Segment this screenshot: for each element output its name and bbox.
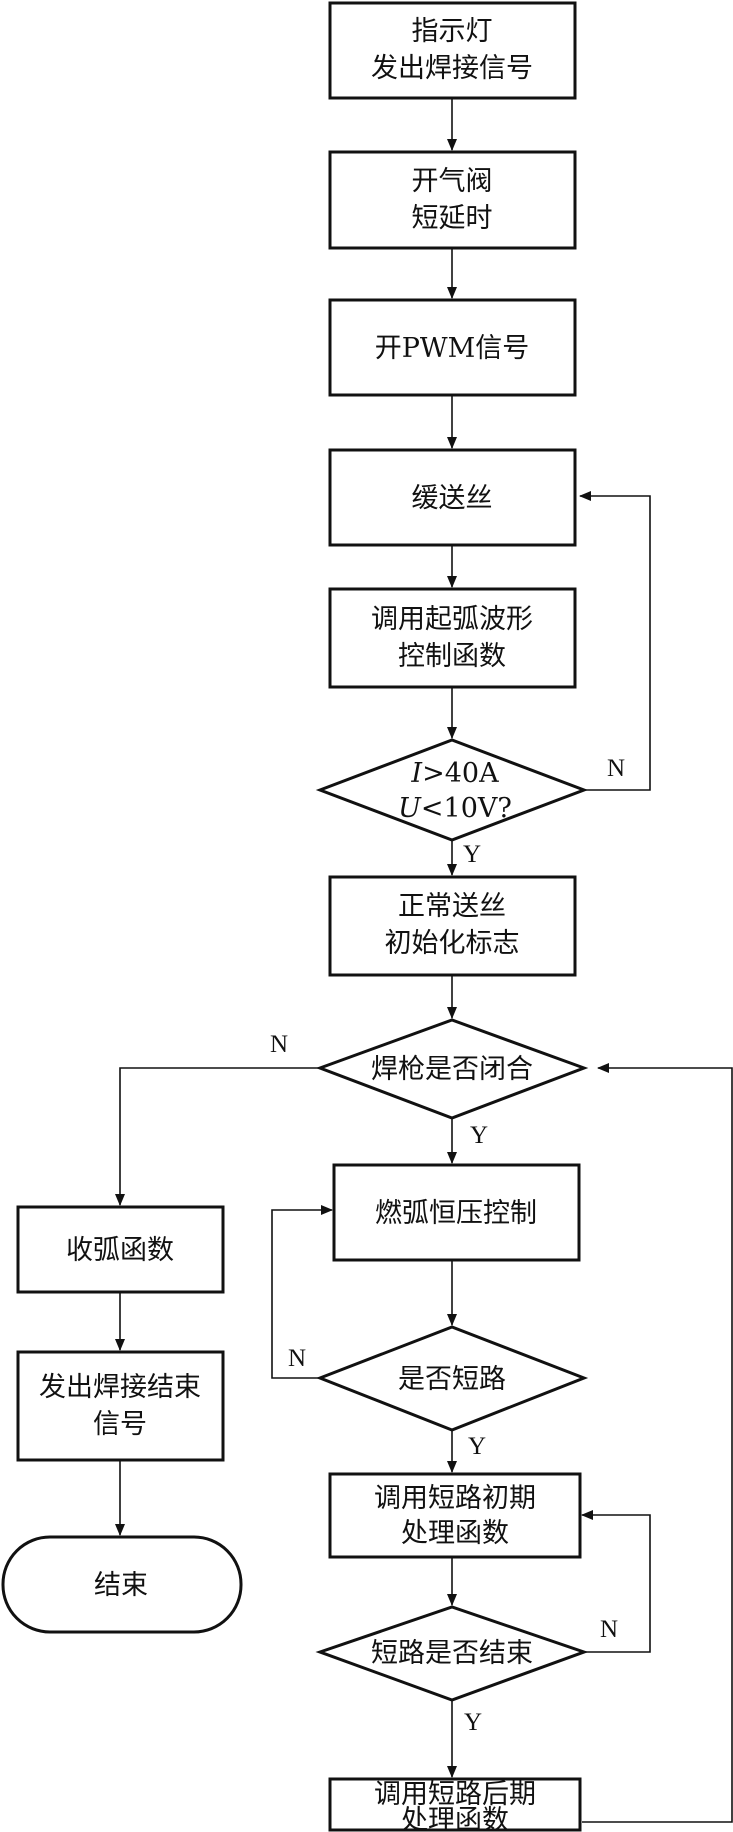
- node-label: 调用短路初期: [374, 1483, 536, 1514]
- node-label: 控制函数: [398, 641, 506, 672]
- decision-line-1: I>40A: [410, 758, 499, 789]
- node-short-late: 调用短路后期 处理函数: [328, 1777, 582, 1832]
- node-label: 开气阀: [412, 166, 493, 197]
- node-label: 结束: [94, 1570, 148, 1601]
- node-short-early: 调用短路初期 处理函数: [328, 1472, 582, 1559]
- node-label: 发出焊接结束: [39, 1372, 201, 1403]
- decision-short-ended: 短路是否结束: [315, 1605, 589, 1702]
- decision-current-voltage: I>40A U<10V?: [315, 738, 589, 842]
- node-label: 缓送丝: [412, 483, 493, 514]
- node-label: 调用短路后期: [374, 1779, 536, 1810]
- label-no-d2: N: [270, 1031, 288, 1058]
- connectors: [115, 98, 733, 1823]
- edge-d3-no-loop: [271, 1205, 333, 1379]
- label-yes-d1: Y: [463, 841, 481, 868]
- edge-d1-no-loop: [579, 491, 651, 791]
- decision-label: 是否短路: [398, 1364, 506, 1395]
- label-yes-d2: Y: [470, 1122, 488, 1149]
- label-yes-d3: Y: [468, 1433, 486, 1460]
- node-label: 收弧函数: [66, 1235, 174, 1266]
- label-yes-d4: Y: [464, 1709, 482, 1736]
- node-label: 处理函数: [401, 1518, 509, 1549]
- edge-d4-no-loop: [581, 1510, 651, 1653]
- node-arc-termination: 收弧函数: [16, 1205, 225, 1294]
- edge-d2-no: [115, 1067, 320, 1206]
- decision-label: 焊枪是否闭合: [371, 1054, 533, 1085]
- label-no-d4: N: [600, 1616, 618, 1643]
- label-no-d3: N: [288, 1345, 306, 1372]
- label-no-d1: N: [607, 755, 625, 782]
- terminal-end: 结束: [1, 1535, 243, 1634]
- node-arc-start-waveform: 调用起弧波形 控制函数: [328, 587, 577, 689]
- decision-short-circuit: 是否短路: [315, 1325, 589, 1432]
- node-open-pwm: 开PWM信号: [328, 298, 577, 397]
- node-normal-feed: 正常送丝 初始化标志: [328, 875, 577, 977]
- node-label: 正常送丝: [398, 891, 506, 922]
- node-label: 指示灯: [412, 16, 493, 47]
- decision-line-2: U<10V?: [398, 793, 512, 824]
- node-indicator-signal: 指示灯 发出焊接信号: [328, 1, 577, 100]
- node-label: 开PWM信号: [375, 333, 530, 364]
- branch-labels: N Y N Y N Y N Y: [270, 755, 625, 1736]
- edge-n9-loop-d2: [582, 1063, 733, 1823]
- node-label: 调用起弧波形: [371, 604, 533, 635]
- node-label: 短延时: [412, 203, 493, 234]
- node-label: 处理函数: [401, 1805, 509, 1832]
- decision-torch-closed: 焊枪是否闭合: [315, 1018, 589, 1120]
- node-label: 发出焊接信号: [371, 53, 533, 84]
- node-arc-cv-control: 燃弧恒压控制: [332, 1163, 581, 1262]
- node-label: 信号: [93, 1409, 147, 1440]
- node-slow-feed: 缓送丝: [328, 448, 577, 547]
- node-label: 燃弧恒压控制: [375, 1198, 537, 1229]
- node-weld-end-signal: 发出焊接结束 信号: [16, 1350, 225, 1462]
- decision-label: 短路是否结束: [371, 1638, 533, 1669]
- node-label: 初始化标志: [385, 928, 520, 959]
- node-open-gas-valve: 开气阀 短延时: [328, 150, 577, 250]
